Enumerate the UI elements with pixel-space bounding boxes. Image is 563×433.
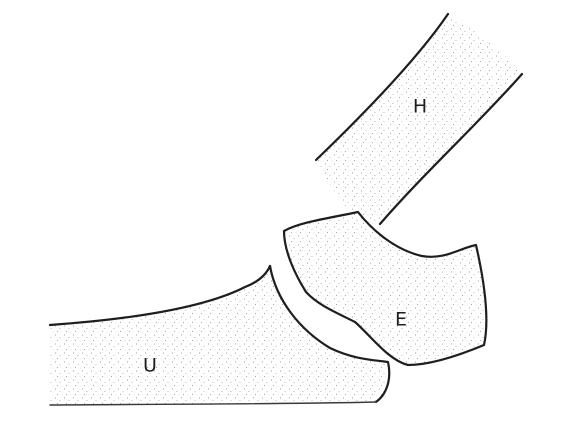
humerus-label: H bbox=[413, 96, 427, 118]
humerus-shaft bbox=[316, 14, 522, 224]
ulna-label: U bbox=[143, 355, 157, 377]
humerus-bone: H bbox=[316, 14, 522, 224]
epiphysis-label: E bbox=[395, 309, 407, 331]
